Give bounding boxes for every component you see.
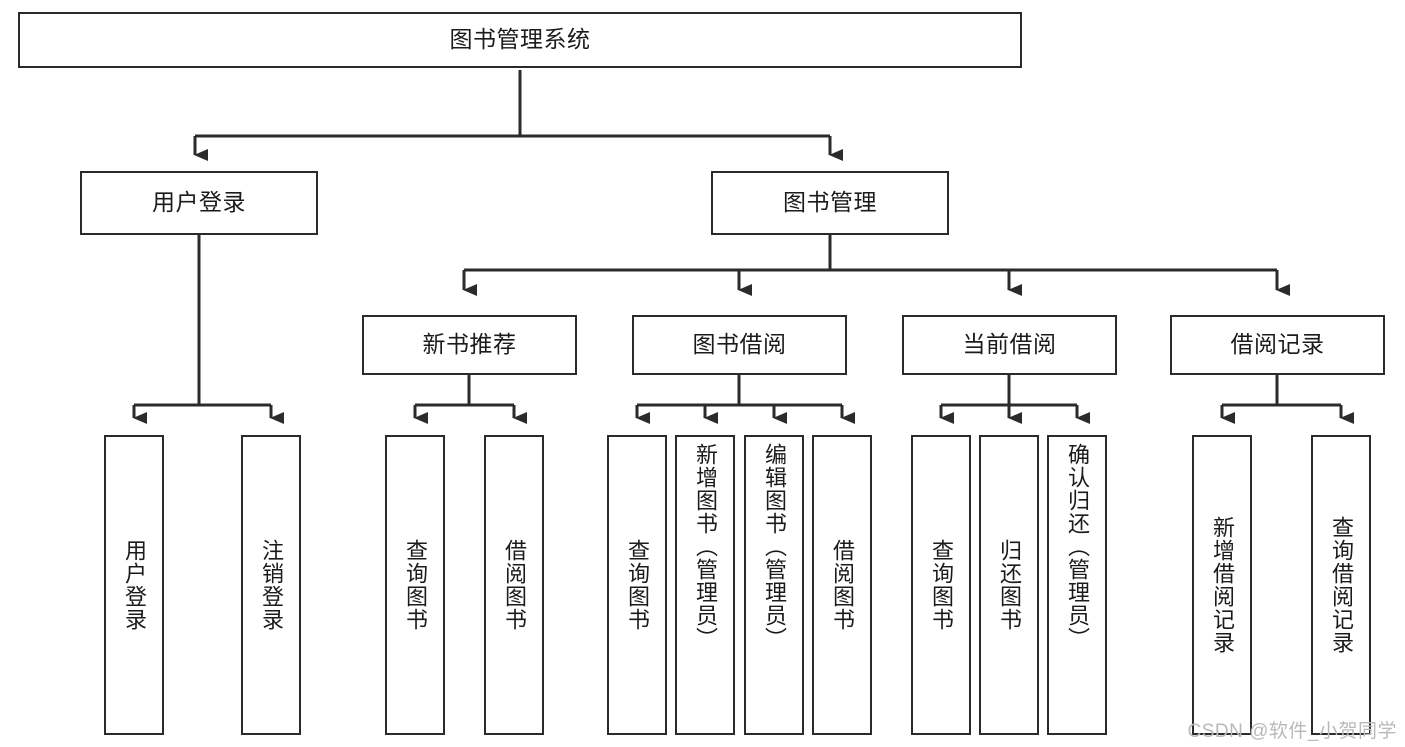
leaf-user-logout-label: 注销登录	[258, 539, 284, 631]
node-book-management[interactable]: 图书管理	[711, 171, 949, 235]
leaf-confirm-return[interactable]: 确认归还（管理员）	[1047, 435, 1107, 735]
leaf-return-book[interactable]: 归还图书	[979, 435, 1039, 735]
leaf-borrow-book-2[interactable]: 借阅图书	[812, 435, 872, 735]
leaf-query-record[interactable]: 查询借阅记录	[1311, 435, 1371, 735]
leaf-query-book-1-label: 查询图书	[402, 539, 428, 631]
leaf-borrow-book-1-label: 借阅图书	[501, 539, 527, 631]
leaf-query-book-3[interactable]: 查询图书	[911, 435, 971, 735]
node-root[interactable]: 图书管理系统	[18, 12, 1022, 68]
node-book-management-label: 图书管理	[783, 189, 877, 216]
leaf-confirm-return-label: 确认归还（管理员）	[1064, 443, 1090, 650]
leaf-query-book-2-label: 查询图书	[624, 539, 650, 631]
leaf-user-logout[interactable]: 注销登录	[241, 435, 301, 735]
leaf-query-record-label: 查询借阅记录	[1328, 516, 1354, 654]
node-current-borrow[interactable]: 当前借阅	[902, 315, 1117, 375]
leaf-user-login-label: 用户登录	[121, 539, 147, 631]
node-borrow-record-label: 借阅记录	[1230, 331, 1325, 358]
node-user-login-label: 用户登录	[152, 189, 246, 216]
leaf-add-record-label: 新增借阅记录	[1209, 516, 1235, 654]
node-current-borrow-label: 当前借阅	[962, 331, 1057, 358]
node-book-borrow-label: 图书借阅	[692, 331, 787, 358]
leaf-query-book-2[interactable]: 查询图书	[607, 435, 667, 735]
node-borrow-record[interactable]: 借阅记录	[1170, 315, 1385, 375]
leaf-edit-book[interactable]: 编辑图书（管理员）	[744, 435, 804, 735]
leaf-edit-book-label: 编辑图书（管理员）	[761, 443, 787, 650]
leaf-return-book-label: 归还图书	[996, 539, 1022, 631]
leaf-add-record[interactable]: 新增借阅记录	[1192, 435, 1252, 735]
node-new-book-recommend[interactable]: 新书推荐	[362, 315, 577, 375]
leaf-add-book-label: 新增图书（管理员）	[692, 443, 718, 650]
leaf-query-book-3-label: 查询图书	[928, 539, 954, 631]
leaf-borrow-book-2-label: 借阅图书	[829, 539, 855, 631]
node-book-borrow[interactable]: 图书借阅	[632, 315, 847, 375]
leaf-borrow-book-1[interactable]: 借阅图书	[484, 435, 544, 735]
leaf-add-book[interactable]: 新增图书（管理员）	[675, 435, 735, 735]
leaf-query-book-1[interactable]: 查询图书	[385, 435, 445, 735]
node-new-book-recommend-label: 新书推荐	[422, 331, 517, 358]
node-root-label: 图书管理系统	[449, 26, 591, 53]
leaf-user-login[interactable]: 用户登录	[104, 435, 164, 735]
node-user-login[interactable]: 用户登录	[80, 171, 318, 235]
